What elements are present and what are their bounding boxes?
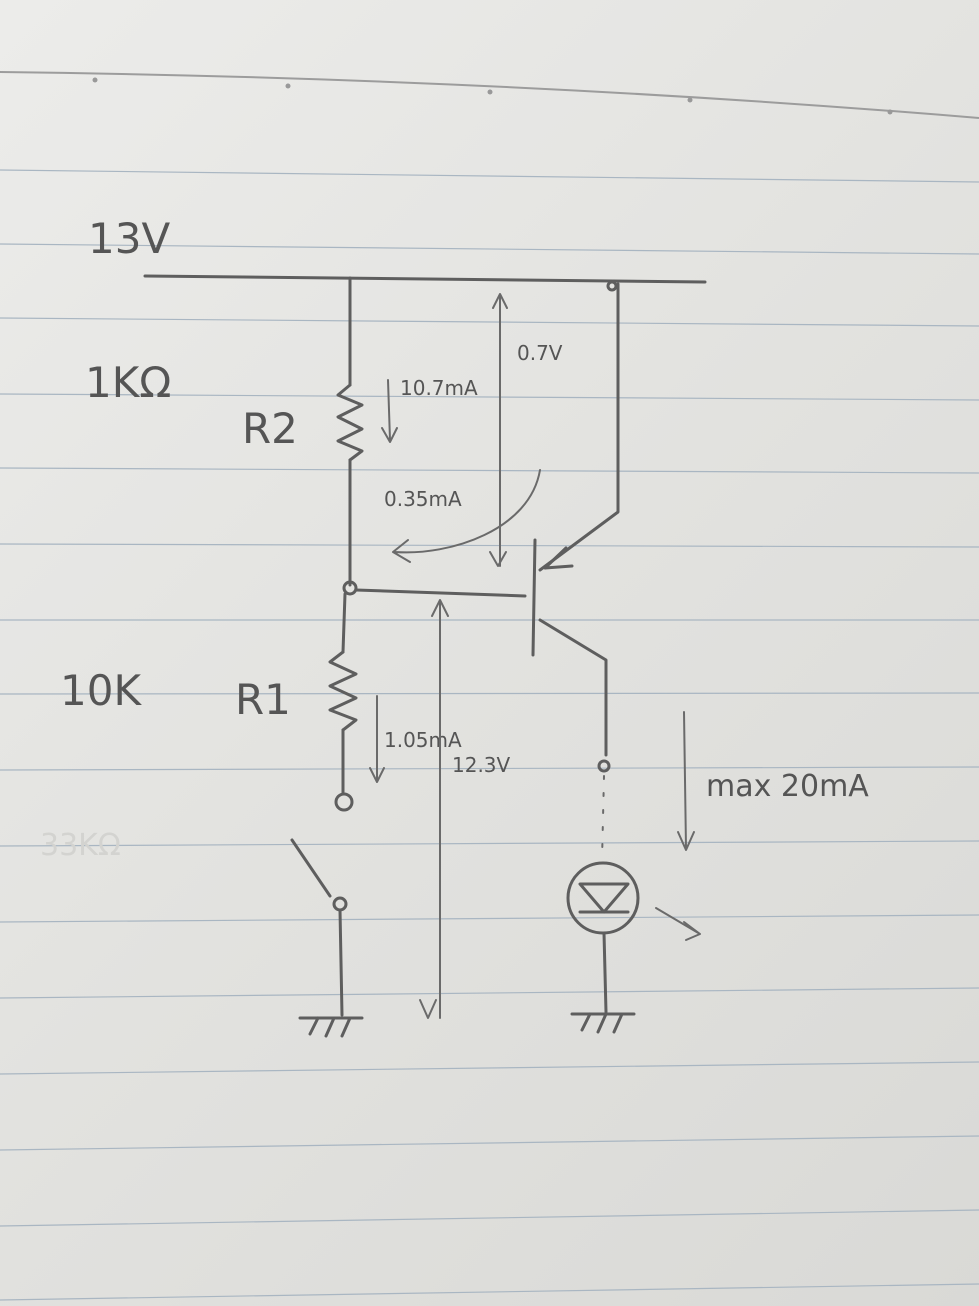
base-wire — [354, 588, 527, 598]
base-voltage-arrow — [419, 599, 449, 1019]
supply-rail — [143, 274, 707, 284]
switch-to-ground-wire — [338, 908, 344, 1017]
base-current-arrow — [392, 469, 541, 563]
vbe-label: 0.7V — [517, 341, 563, 365]
transistor-emitter-arrow — [543, 546, 574, 570]
transistor-emitter-lead — [538, 282, 620, 572]
left-ground-symbol — [298, 1016, 364, 1038]
r2-resistor-symbol — [336, 383, 364, 462]
r2-current-label: 10.7mA — [400, 376, 478, 400]
r1-value-label: 10K — [60, 666, 142, 715]
r1-top-wire — [341, 592, 347, 654]
emitter-rail-node — [606, 280, 618, 292]
led-max-current-label: max 20mA — [706, 769, 869, 804]
r1-current-label: 1.05mA — [384, 728, 462, 752]
led-light-arrow — [655, 907, 701, 941]
switch-top-terminal — [334, 792, 354, 812]
dotted-connection — [601, 775, 605, 861]
led-body — [566, 861, 640, 935]
right-ground-symbol — [570, 1012, 636, 1034]
supply-voltage-label: 13V — [88, 214, 170, 263]
r1-resistor-symbol — [328, 650, 358, 732]
notebook-rules — [0, 71, 979, 1301]
led-current-arrow — [677, 711, 695, 851]
transistor-base-bar — [531, 538, 537, 657]
switch-lever — [290, 838, 332, 898]
base-current-label: 0.35mA — [384, 487, 462, 511]
led-to-ground-wire — [602, 931, 608, 1014]
switch-bottom-terminal — [332, 896, 348, 912]
r2-value-label: 1KΩ — [85, 358, 171, 407]
r2-current-arrow — [381, 379, 398, 443]
led-diode-symbol — [578, 882, 630, 914]
r1-label: R1 — [235, 675, 291, 724]
collector-node — [597, 759, 611, 773]
r1-current-arrow — [369, 695, 385, 783]
base-voltage-label: 12.3V — [452, 753, 511, 777]
vbe-arrow — [489, 293, 508, 567]
transistor-collector-lead — [538, 618, 608, 757]
r2-label: R2 — [242, 404, 298, 453]
faint-erased-note: 33KΩ — [40, 828, 121, 863]
base-node — [342, 580, 358, 596]
